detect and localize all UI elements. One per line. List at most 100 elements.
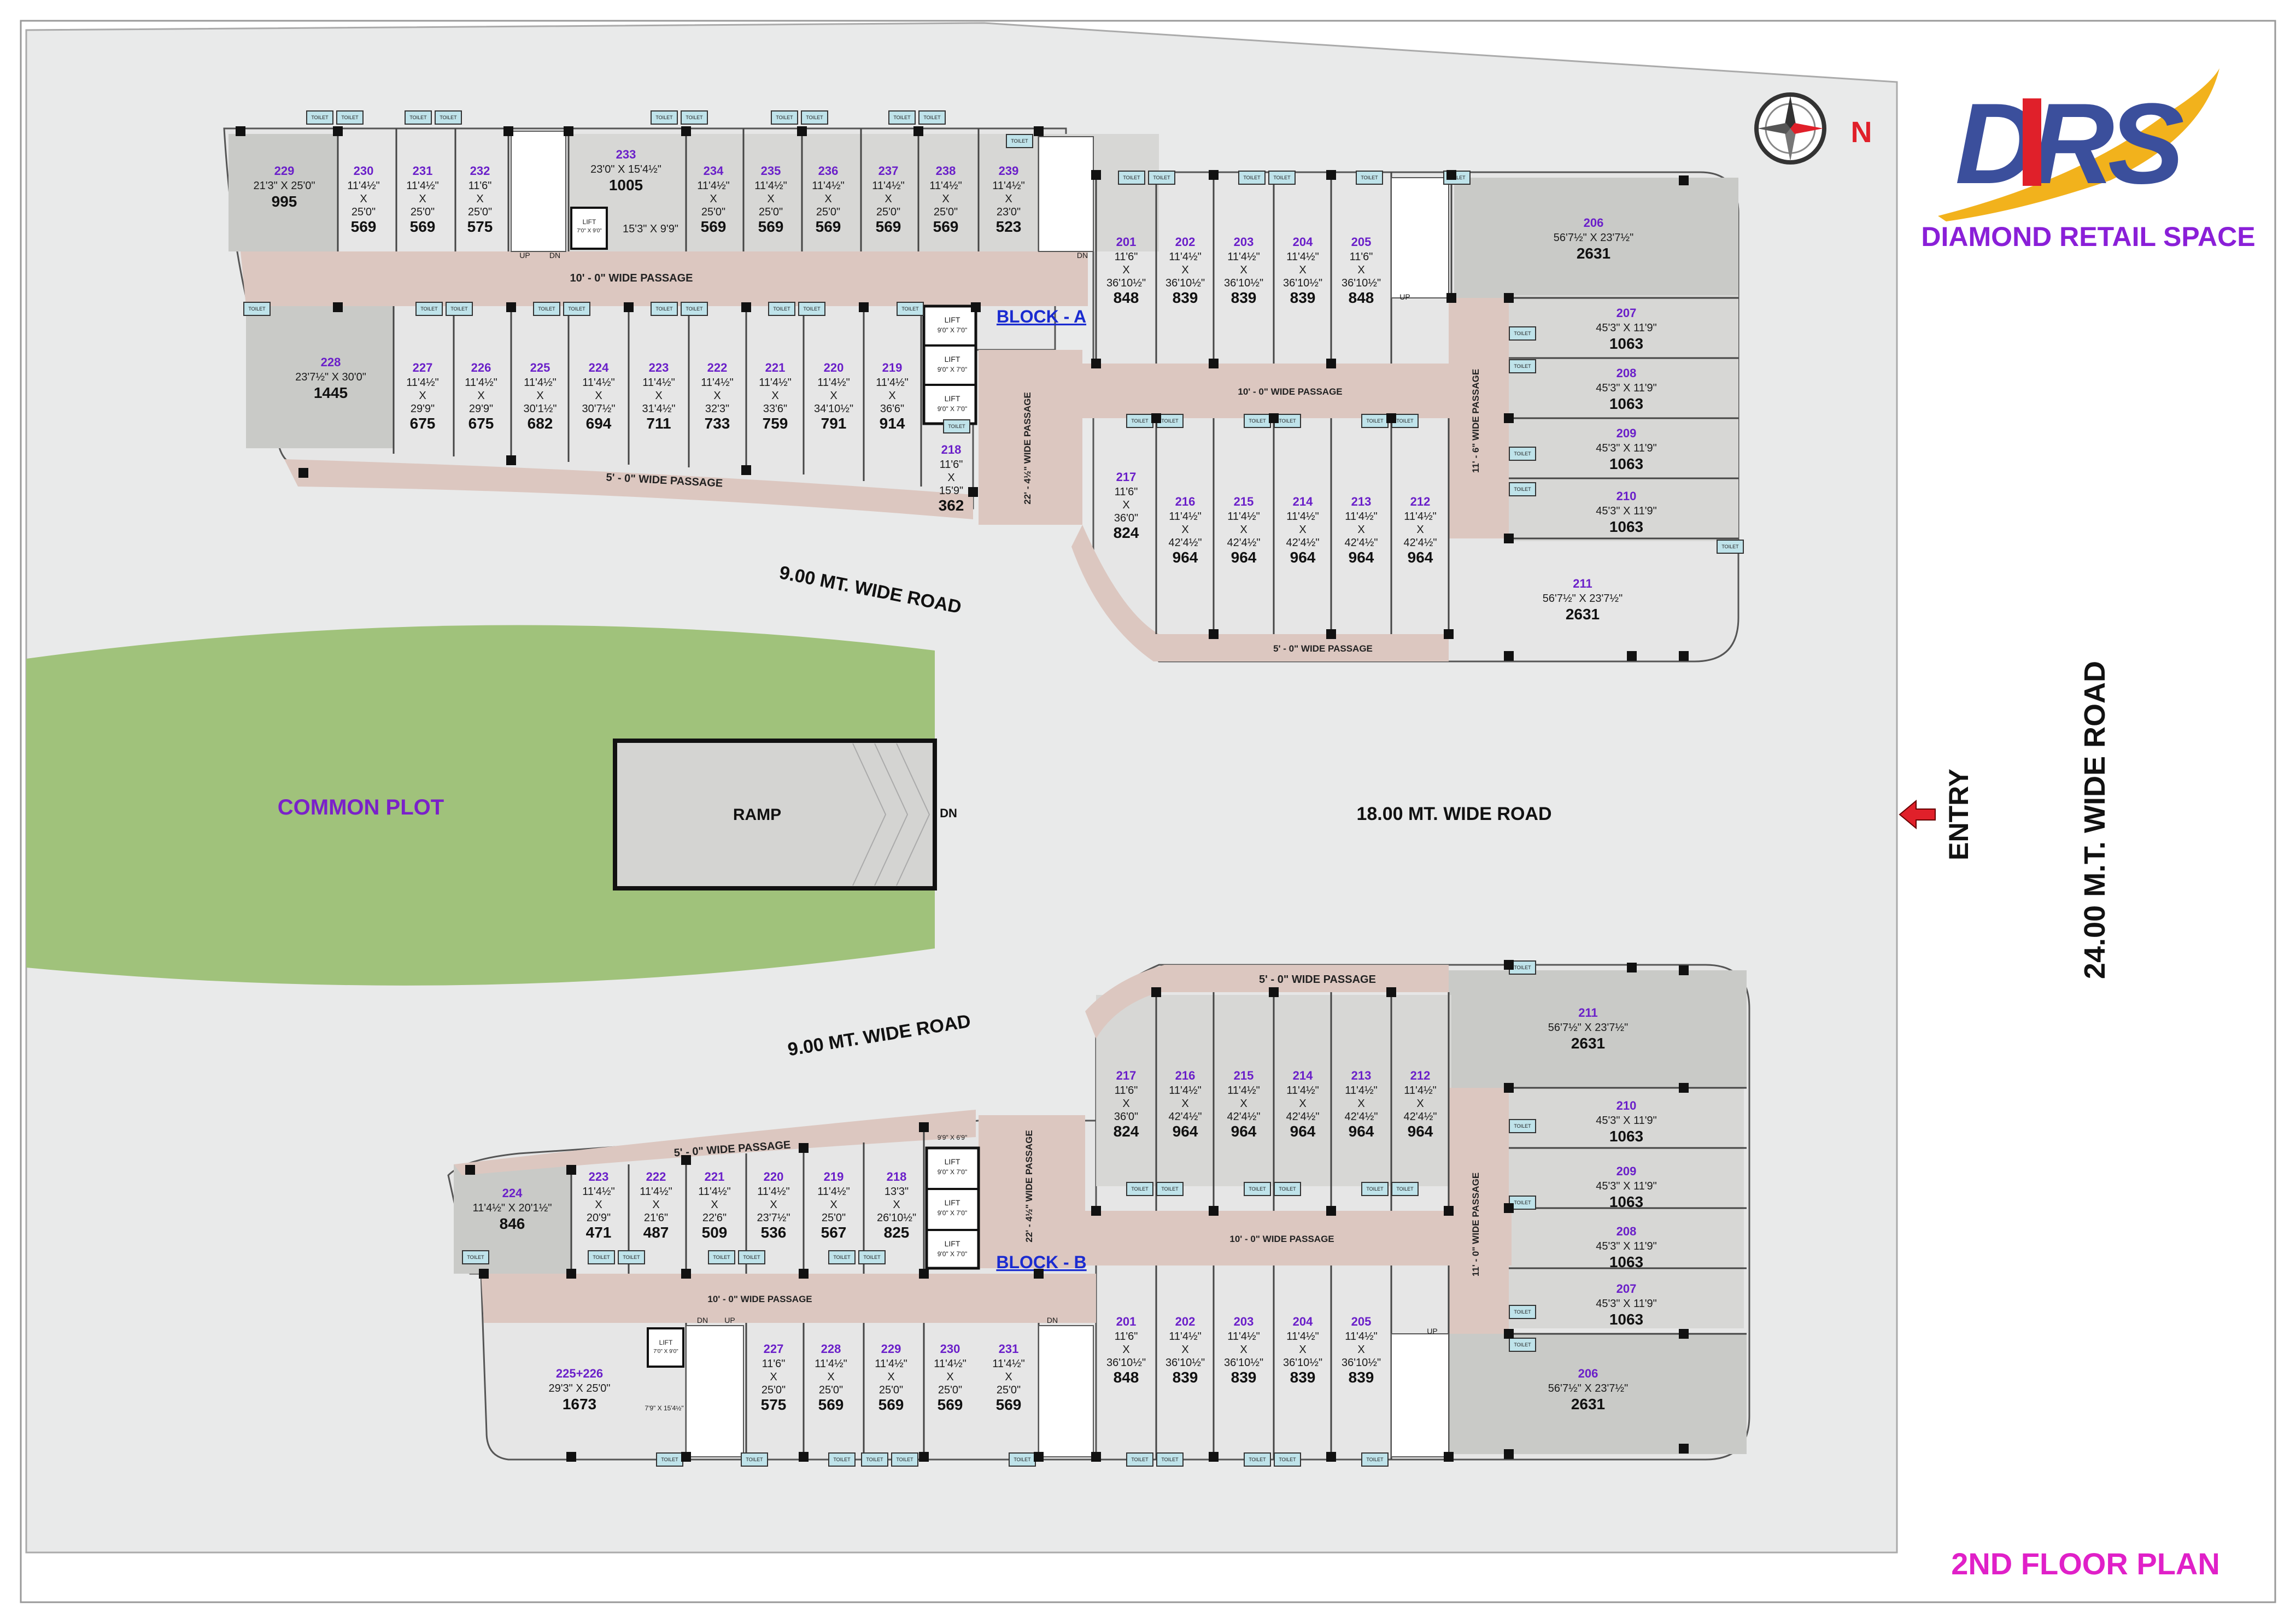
- toilet-label: TOILET: [655, 115, 673, 120]
- toilet-label: TOILET: [1014, 1457, 1031, 1462]
- toilet-label: TOILET: [948, 424, 965, 429]
- unit-x: X: [713, 390, 721, 402]
- unit-area: 964: [1231, 1123, 1257, 1140]
- unit-number: 227: [764, 1342, 784, 1356]
- unit-x: X: [887, 1371, 894, 1383]
- unit-x: X: [1357, 1098, 1364, 1110]
- toilet-icon: TOILET: [1509, 326, 1536, 341]
- entry-label: ENTRY: [1943, 769, 1974, 860]
- unit-number: 213: [1351, 495, 1372, 508]
- column-marker: [799, 1143, 809, 1153]
- toilet-icon: TOILET: [681, 110, 708, 125]
- block-a-passage-top: [241, 251, 1088, 306]
- unit-x: X: [1181, 1098, 1188, 1110]
- unit-area: 2631: [1571, 1035, 1605, 1052]
- toilet-label: TOILET: [1366, 1186, 1384, 1192]
- unit-number: 230: [354, 164, 374, 178]
- unit-number: 222: [707, 361, 728, 374]
- unit-width: 11'4½": [640, 1186, 672, 1198]
- unit-area: 675: [468, 415, 494, 432]
- unit-number: 202: [1175, 235, 1196, 249]
- ramp: [613, 739, 937, 890]
- unit-number: 214: [1293, 1069, 1313, 1082]
- toilet-icon: TOILET: [897, 302, 924, 316]
- lift-size: 9'0" X 7'0": [938, 1250, 967, 1258]
- unit-number: 207: [1616, 306, 1637, 320]
- unit-depth: 36'10½": [1224, 277, 1263, 289]
- toilet-label: TOILET: [713, 1255, 730, 1260]
- toilet-label: TOILET: [1361, 175, 1378, 180]
- unit-number: 219: [824, 1170, 844, 1183]
- unit-depth: 36'10½": [1106, 277, 1146, 289]
- column-marker: [919, 1122, 929, 1132]
- unit-x: X: [595, 390, 602, 402]
- unit-dimensions: 45'3" X 11'9": [1596, 322, 1657, 334]
- unit-x: X: [1122, 264, 1129, 276]
- toilet-icon: TOILET: [1156, 1452, 1184, 1467]
- unit-x: X: [824, 193, 831, 205]
- unit-width: 11'4½": [1169, 251, 1201, 263]
- block-a-passage-right-label: 11' - 6" WIDE PASSAGE: [1471, 369, 1481, 473]
- unit-x: X: [1181, 1344, 1188, 1356]
- unit-dimensions: 45'3" X 11'9": [1596, 505, 1657, 517]
- unit-area: 569: [816, 218, 841, 235]
- toilet-label: TOILET: [1721, 544, 1739, 549]
- column-marker: [1679, 1444, 1689, 1454]
- stair-up-label: UP: [1399, 292, 1410, 301]
- unit-area: 487: [643, 1224, 669, 1241]
- unit-x: X: [1240, 264, 1247, 276]
- toilet-label: TOILET: [1514, 487, 1531, 492]
- toilet-icon: TOILET: [462, 1250, 489, 1264]
- toilet-icon: TOILET: [1356, 171, 1383, 185]
- toilet-label: TOILET: [1514, 331, 1531, 336]
- column-marker: [859, 302, 869, 312]
- block-a-passage-top-label: 10' - 0" WIDE PASSAGE: [570, 272, 693, 284]
- common-plot-label: COMMON PLOT: [278, 795, 444, 819]
- unit-area: 964: [1173, 549, 1198, 566]
- toilet-label: TOILET: [623, 1255, 640, 1260]
- unit-depth: 36'10½": [1283, 1357, 1322, 1369]
- toilet-label: TOILET: [1366, 418, 1384, 424]
- toilet-label: TOILET: [1249, 1186, 1266, 1192]
- toilet-label: TOILET: [248, 306, 266, 312]
- unit-depth: 30'7½": [582, 403, 616, 415]
- toilet-label: TOILET: [776, 115, 793, 120]
- unit-depth: 30'1½": [524, 403, 557, 415]
- unit-number: 221: [705, 1170, 725, 1183]
- toilet-icon: TOILET: [798, 302, 825, 316]
- unit-depth: 25'0": [997, 1384, 1021, 1396]
- unit-x: X: [360, 193, 367, 205]
- unit-area: 839: [1290, 289, 1316, 306]
- column-marker: [506, 302, 516, 312]
- logo-pillar: [2023, 98, 2041, 186]
- column-marker: [1091, 359, 1101, 368]
- unit-number: 221: [765, 361, 786, 374]
- column-marker: [1504, 1083, 1514, 1093]
- toilet-icon: TOILET: [415, 302, 443, 316]
- toilet-icon: TOILET: [861, 1452, 888, 1467]
- unit-number: 202: [1175, 1315, 1196, 1328]
- unit-number: 215: [1234, 495, 1254, 508]
- block-a-passage-bottom: [284, 459, 973, 519]
- toilet-label: TOILET: [746, 1457, 763, 1462]
- unit-width: 11'6": [1115, 251, 1138, 263]
- unit-fill: [229, 134, 338, 251]
- toilet-label: TOILET: [1514, 364, 1531, 369]
- column-marker: [1326, 170, 1336, 180]
- column-marker: [1444, 1452, 1454, 1462]
- toilet-icon: TOILET: [888, 110, 916, 125]
- unit-area: 1063: [1609, 1128, 1643, 1145]
- block-b-walls: [570, 992, 1747, 1460]
- block-b-passage-lower: [481, 1274, 1096, 1323]
- unit-area: 848: [1114, 289, 1139, 306]
